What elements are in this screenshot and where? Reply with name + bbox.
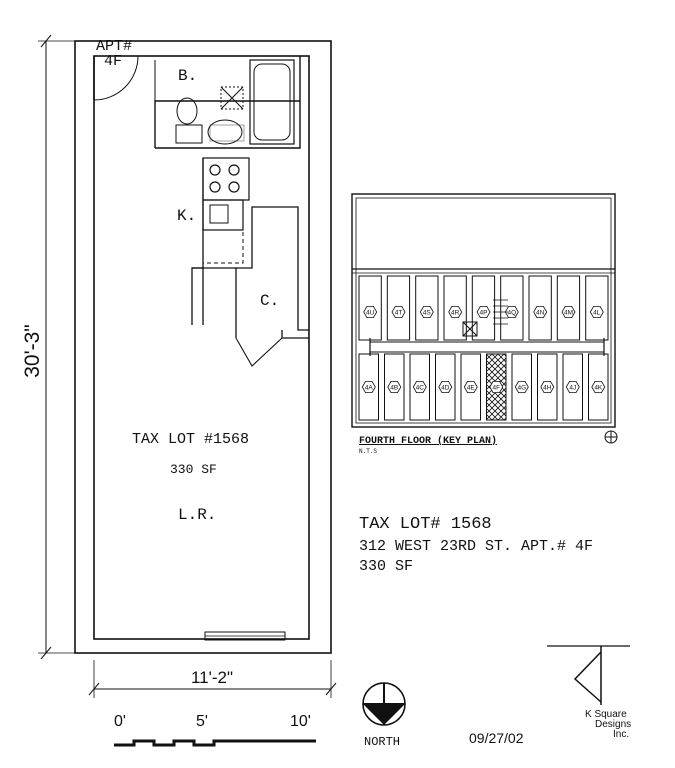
room-label-closet: C. xyxy=(260,292,279,310)
key-plan-bottom-units: 4A 4B 4C 4D 4E 4F 4G 4H 4J 4K xyxy=(358,353,609,421)
width-dimension-label: 11'-2" xyxy=(191,668,233,687)
scale-label-5: 5' xyxy=(196,713,208,730)
key-plan-unit-4h: 4H xyxy=(537,353,558,421)
key-plan-unit-label: 4S xyxy=(423,310,432,317)
key-plan-corridor xyxy=(369,299,605,356)
key-plan-north-icon xyxy=(604,430,618,444)
key-plan-unit-label: 4P xyxy=(480,310,488,317)
key-plan-unit-4k: 4K xyxy=(588,353,609,421)
key-plan-unit-4l: 4L xyxy=(585,275,609,341)
sink xyxy=(207,119,245,145)
info-tax-lot: TAX LOT# 1568 xyxy=(359,515,492,534)
key-plan-unit-label: 4J xyxy=(569,385,576,392)
plan-tax-lot: TAX LOT #1568 xyxy=(132,431,249,448)
room-label-living: L.R. xyxy=(178,506,216,524)
north-label: NORTH xyxy=(364,735,400,749)
plan-area: 330 SF xyxy=(170,462,217,477)
key-plan-unit-4e: 4E xyxy=(460,353,481,421)
key-plan-unit-label: 4M xyxy=(564,310,573,317)
north-arrow-icon xyxy=(362,682,406,726)
height-dimension: 30'-3" xyxy=(21,34,75,660)
info-area: 330 SF xyxy=(359,558,413,575)
key-plan-unit-label: 4A xyxy=(365,385,374,392)
key-plan-unit-label: 4E xyxy=(467,385,476,392)
key-plan-unit-label: 4C xyxy=(416,385,425,392)
key-plan-title: FOURTH FLOOR (KEY PLAN) xyxy=(359,435,497,447)
key-plan-unit-label: 4U xyxy=(366,310,375,317)
room-label-kitchen: K. xyxy=(177,207,196,225)
key-plan-unit-label: 4Q xyxy=(507,310,516,317)
key-plan-unit-label: 4H xyxy=(543,385,552,392)
key-plan-unit-4g: 4G xyxy=(511,353,532,421)
key-plan-unit-4n: 4N xyxy=(528,275,552,341)
bathroom xyxy=(154,56,301,149)
kitchen xyxy=(191,157,250,325)
width-dimension: 11'-2" xyxy=(88,660,337,698)
key-plan-unit-4c: 4C xyxy=(409,353,430,421)
key-plan-unit-label: 4K xyxy=(594,385,603,392)
closet xyxy=(235,206,309,367)
key-plan-subtitle: N.T.S xyxy=(359,448,377,455)
info-address: 312 WEST 23RD ST. APT.# 4F xyxy=(359,538,593,555)
key-plan-unit-4f: 4F xyxy=(486,353,507,421)
key-plan-unit-4d: 4D xyxy=(435,353,456,421)
key-plan-unit-4j: 4J xyxy=(562,353,583,421)
logo-line-2: Designs xyxy=(595,719,631,730)
key-plan-unit-label: 4G xyxy=(517,385,526,392)
entry-door xyxy=(93,55,139,101)
logo-line-3: Inc. xyxy=(613,729,629,740)
apt-number: 4F xyxy=(104,53,122,70)
room-label-bath: B. xyxy=(178,67,197,85)
scale-label-0: 0' xyxy=(114,713,126,730)
key-plan: 4U 4T 4S 4R 4P 4Q 4N 4M 4L 4A 4B 4C 4D 4E 4F 4G 4H 4J 4K xyxy=(351,193,616,428)
key-plan-unit-4p: 4P xyxy=(471,275,496,341)
window xyxy=(204,631,286,641)
apt-label: APT# xyxy=(96,38,132,55)
key-plan-unit-4u: 4U xyxy=(358,275,382,341)
k-square-logo: K Square Designs Inc. xyxy=(547,645,631,740)
key-plan-unit-4b: 4B xyxy=(384,353,405,421)
key-plan-unit-label: 4D xyxy=(441,385,450,392)
bathtub xyxy=(249,59,295,145)
key-plan-unit-4q: 4Q xyxy=(500,275,524,341)
key-plan-unit-label: 4R xyxy=(451,310,460,317)
key-plan-unit-label: 4F xyxy=(493,385,501,392)
key-plan-unit-label: 4T xyxy=(395,310,403,317)
key-plan-unit-4t: 4T xyxy=(386,275,411,341)
key-plan-unit-label: 4N xyxy=(536,310,545,317)
apartment-label: APT# 4F xyxy=(96,38,132,70)
key-plan-unit-4s: 4S xyxy=(415,275,439,341)
drawing-date: 09/27/02 xyxy=(469,730,524,746)
key-plan-unit-4r: 4R xyxy=(443,275,467,341)
height-dimension-label: 30'-3" xyxy=(21,324,44,378)
stove xyxy=(202,157,250,201)
toilet xyxy=(175,97,203,144)
exhaust-vent-icon xyxy=(220,86,244,110)
key-plan-unit-label: 4B xyxy=(390,385,398,392)
key-plan-unit-4m: 4M xyxy=(556,275,581,341)
scale-bar: 0' 5' 10' xyxy=(114,713,316,747)
apartment-outline xyxy=(74,40,332,654)
logo-line-1: K Square xyxy=(585,709,627,720)
key-plan-top-units: 4U 4T 4S 4R 4P 4Q 4N 4M 4L xyxy=(358,275,609,341)
refrigerator xyxy=(202,229,244,264)
key-plan-unit-label: 4L xyxy=(593,310,601,317)
key-plan-unit-4a: 4A xyxy=(358,353,379,421)
scale-label-10: 10' xyxy=(290,713,311,730)
